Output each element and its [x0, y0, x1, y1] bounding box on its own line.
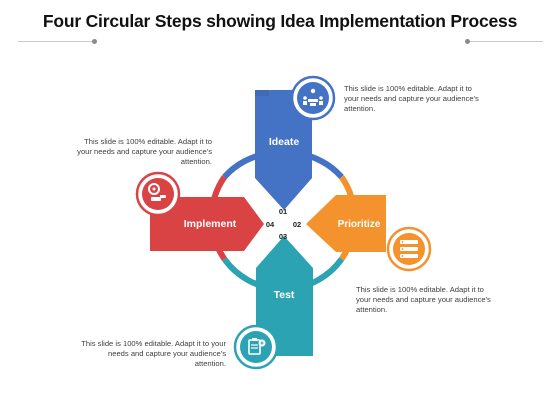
test-label: Test	[274, 289, 295, 301]
step-number-02: 02	[293, 220, 301, 229]
ideate-label: Ideate	[269, 136, 300, 148]
prioritize-label: Prioritize	[338, 219, 381, 230]
title-underline-left	[18, 41, 93, 42]
implement-label: Implement	[184, 218, 237, 230]
implement-arrow	[150, 197, 264, 251]
title-underline-right	[468, 41, 543, 42]
ideate-description: This slide is 100% editable. Adapt it to…	[344, 84, 479, 113]
step-number-04: 04	[266, 220, 275, 229]
title-underline-left-dot	[92, 39, 97, 44]
page-title: Four Circular Steps showing Idea Impleme…	[42, 11, 518, 31]
title-underline-right-dot	[465, 39, 470, 44]
clipboard-check-icon	[233, 324, 279, 370]
ideate-arrow-notch	[255, 90, 269, 96]
test-arrow	[256, 236, 313, 356]
prioritize-arrow	[306, 195, 386, 252]
step-number-03: 03	[279, 232, 287, 241]
implement-description: This slide is 100% editable. Adapt it to…	[77, 137, 212, 166]
test-description: This slide is 100% editable. Adapt it to…	[81, 339, 226, 368]
step-number-01: 01	[279, 207, 287, 216]
ideate-arrow	[255, 90, 312, 210]
gear-hand-icon	[135, 171, 181, 217]
team-meeting-icon	[290, 75, 336, 121]
server-list-icon	[386, 226, 432, 272]
prioritize-description: This slide is 100% editable. Adapt it to…	[356, 285, 491, 314]
